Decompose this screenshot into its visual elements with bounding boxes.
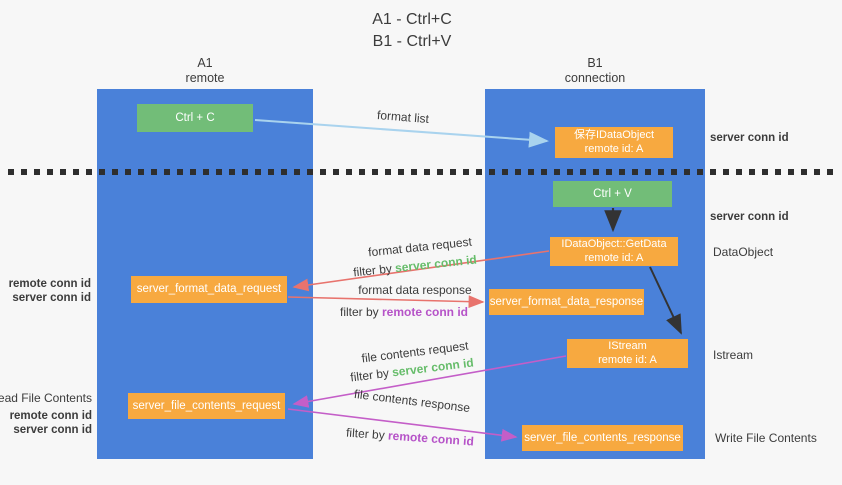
node-save-idataobject: 保存IDataObject remote id: A — [555, 127, 673, 158]
gutter-remote-conn-id-2: remote conn id — [9, 410, 92, 422]
node-idataobject-getdata: IDataObject::GetData remote id: A — [550, 237, 678, 266]
gutter-server-conn-id-1: server conn id — [12, 292, 91, 304]
gutter-read-file-contents: Read File Contents — [0, 391, 92, 405]
dotted-separator — [8, 169, 836, 175]
node-server-format-data-response-label: server_format_data_response — [489, 295, 644, 308]
remote-conn-id-text: remote conn id — [387, 428, 475, 449]
node-server-format-data-response: server_format_data_response — [489, 289, 644, 315]
label-format-list: format list — [376, 107, 430, 127]
title-line-1: A1 - Ctrl+C — [372, 11, 452, 28]
lane-left-subtitle: remote — [185, 71, 225, 86]
gutter-istream: Istream — [713, 348, 754, 362]
node-server-file-contents-request-label: server_file_contents_request — [132, 399, 281, 412]
gutter-server-conn-id-2: server conn id — [13, 424, 92, 436]
label-file-contents-response: file contents response — [353, 386, 471, 416]
node-server-file-contents-request: server_file_contents_request — [128, 393, 285, 419]
node-istream: IStream remote id: A — [567, 339, 688, 368]
node-server-file-contents-response: server_file_contents_response — [522, 425, 683, 451]
title-line-2: B1 - Ctrl+V — [372, 32, 452, 50]
gutter-server-conn-id-top: server conn id — [710, 132, 789, 144]
server-conn-id-text: server conn id — [394, 252, 478, 276]
node-idataobject-getdata-line2: remote id: A — [584, 251, 644, 264]
filter-by-text: filter by — [345, 425, 389, 443]
filter-by-text: filter by — [349, 365, 393, 385]
node-server-file-contents-response-label: server_file_contents_response — [524, 431, 681, 444]
label-filter-remote-conn-1: filter by remote conn id — [340, 305, 468, 319]
gutter-server-conn-id-mid: server conn id — [710, 211, 789, 223]
node-ctrl-c: Ctrl + C — [137, 104, 253, 132]
lane-header-right: B1 connection — [535, 56, 655, 87]
node-save-idataobject-line2: remote id: A — [584, 142, 644, 155]
node-server-format-data-request-label: server_format_data_request — [136, 283, 282, 296]
filter-by-text: filter by — [352, 261, 396, 280]
node-ctrl-c-label: Ctrl + C — [175, 111, 215, 124]
node-istream-line1: IStream — [608, 339, 647, 352]
lane-right-name: B1 — [587, 56, 603, 70]
label-format-data-response: format data response — [358, 283, 472, 297]
gutter-dataobject: DataObject — [713, 245, 774, 259]
lane-right-subtitle: connection — [564, 71, 626, 86]
label-filter-remote-conn-2: filter by remote conn id — [346, 426, 475, 449]
node-ctrl-v-label: Ctrl + V — [593, 187, 632, 200]
node-ctrl-v: Ctrl + V — [553, 181, 672, 207]
remote-conn-id-text: remote conn id — [382, 305, 469, 319]
diagram-title: A1 - Ctrl+C B1 - Ctrl+V — [0, 9, 824, 52]
lane-header-left: A1 remote — [145, 56, 265, 87]
node-save-idataobject-line1: 保存IDataObject — [573, 128, 655, 141]
filter-by-text: filter by — [339, 305, 382, 319]
lane-left-name: A1 — [197, 56, 213, 70]
arrow-format-data-response — [287, 295, 485, 309]
node-idataobject-getdata-line1: IDataObject::GetData — [561, 237, 667, 250]
node-istream-line2: remote id: A — [598, 353, 657, 366]
node-server-format-data-request: server_format_data_request — [131, 276, 287, 303]
gutter-write-file-contents: Write File Contents — [715, 431, 817, 445]
gutter-remote-conn-id-1: remote conn id — [8, 278, 91, 290]
